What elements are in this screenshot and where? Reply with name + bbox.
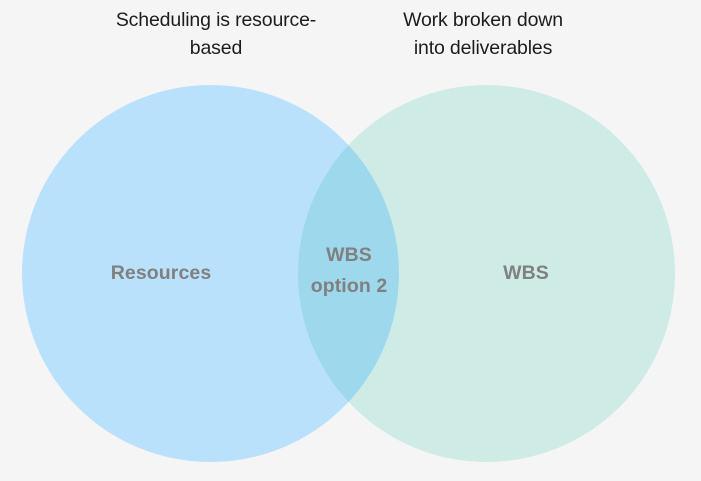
venn-label-intersection: WBS option 2 — [310, 244, 388, 297]
heading-right-set: Work broken down into deliverables — [403, 9, 563, 59]
venn-label-wbs: WBS — [503, 262, 549, 284]
venn-label-resources: Resources — [110, 262, 212, 284]
heading-left-set: Scheduling is resource- based — [115, 9, 317, 59]
venn-circle-wbs — [298, 85, 675, 462]
